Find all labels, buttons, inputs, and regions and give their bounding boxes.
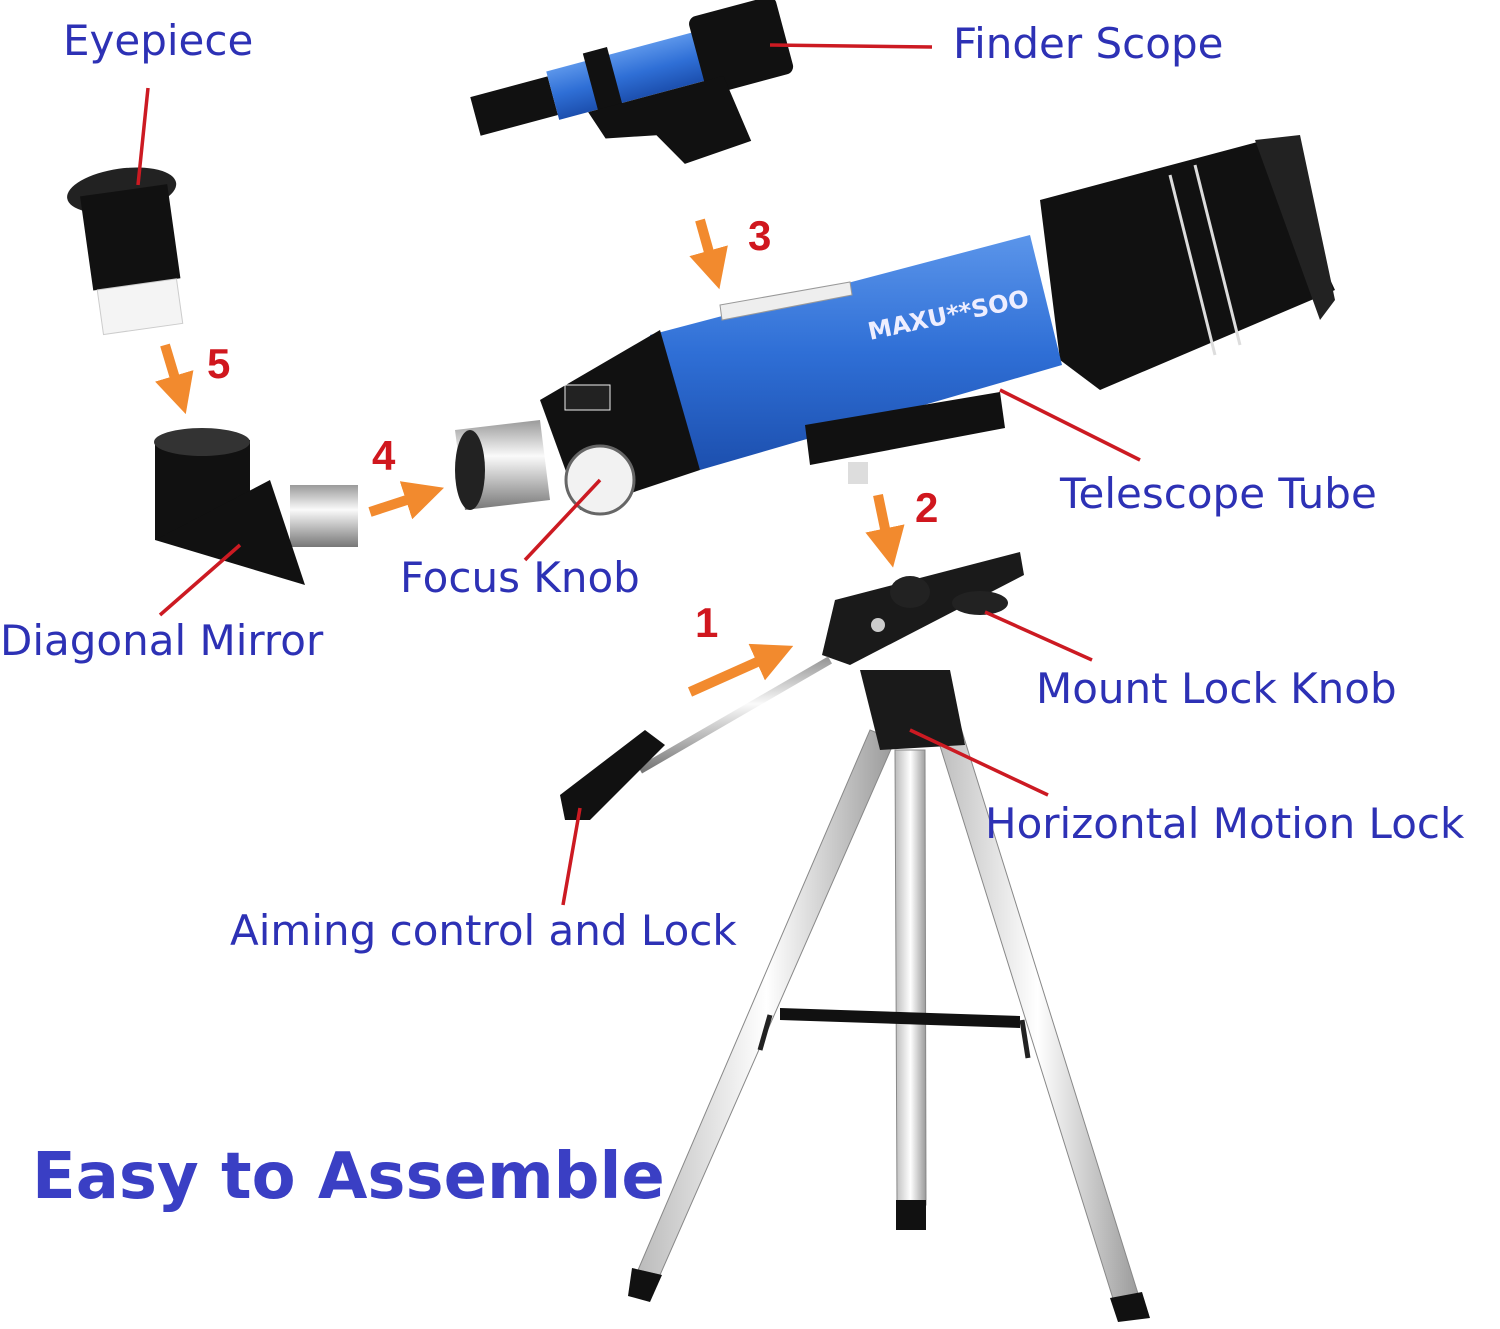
label-mount-lock-knob: Mount Lock Knob: [1036, 664, 1397, 713]
step-5: 5: [207, 340, 230, 387]
diagonal-mirror: [154, 428, 358, 585]
eyepiece: [67, 167, 184, 336]
focus-leader: [523, 478, 602, 562]
finder-leader: [769, 43, 933, 49]
step-2: 2: [915, 484, 938, 531]
label-diagonal-mirror: Diagonal Mirror: [0, 616, 324, 665]
label-horizontal-motion-lock: Horizontal Motion Lock: [985, 799, 1465, 848]
diagonal-leader: [158, 543, 242, 617]
finder-scope: [470, 0, 794, 164]
label-focus-knob: Focus Knob: [400, 553, 640, 602]
mount-lock-leader: [984, 610, 1093, 662]
label-eyepiece: Eyepiece: [63, 16, 253, 65]
heading: Easy to Assemble: [32, 1140, 665, 1214]
step-3: 3: [748, 212, 771, 259]
label-telescope-tube: Telescope Tube: [1059, 469, 1377, 518]
telescope-tube: MAXU**SOO: [455, 135, 1335, 516]
label-aiming-control: Aiming control and Lock: [230, 906, 737, 955]
arrow-step-2: [865, 493, 905, 568]
tripod: [560, 552, 1150, 1322]
arrow-step-5: [155, 343, 194, 415]
step-4: 4: [372, 432, 396, 479]
aiming-leader: [561, 807, 582, 906]
arrow-step-4: [368, 481, 445, 520]
arrow-step-3: [689, 218, 728, 290]
step-1: 1: [695, 599, 718, 646]
motion-lock-leader: [909, 728, 1049, 797]
tube-leader: [999, 388, 1141, 462]
eyepiece-leader: [136, 87, 150, 186]
arrow-step-1: [687, 643, 794, 697]
label-finder-scope: Finder Scope: [953, 19, 1223, 68]
